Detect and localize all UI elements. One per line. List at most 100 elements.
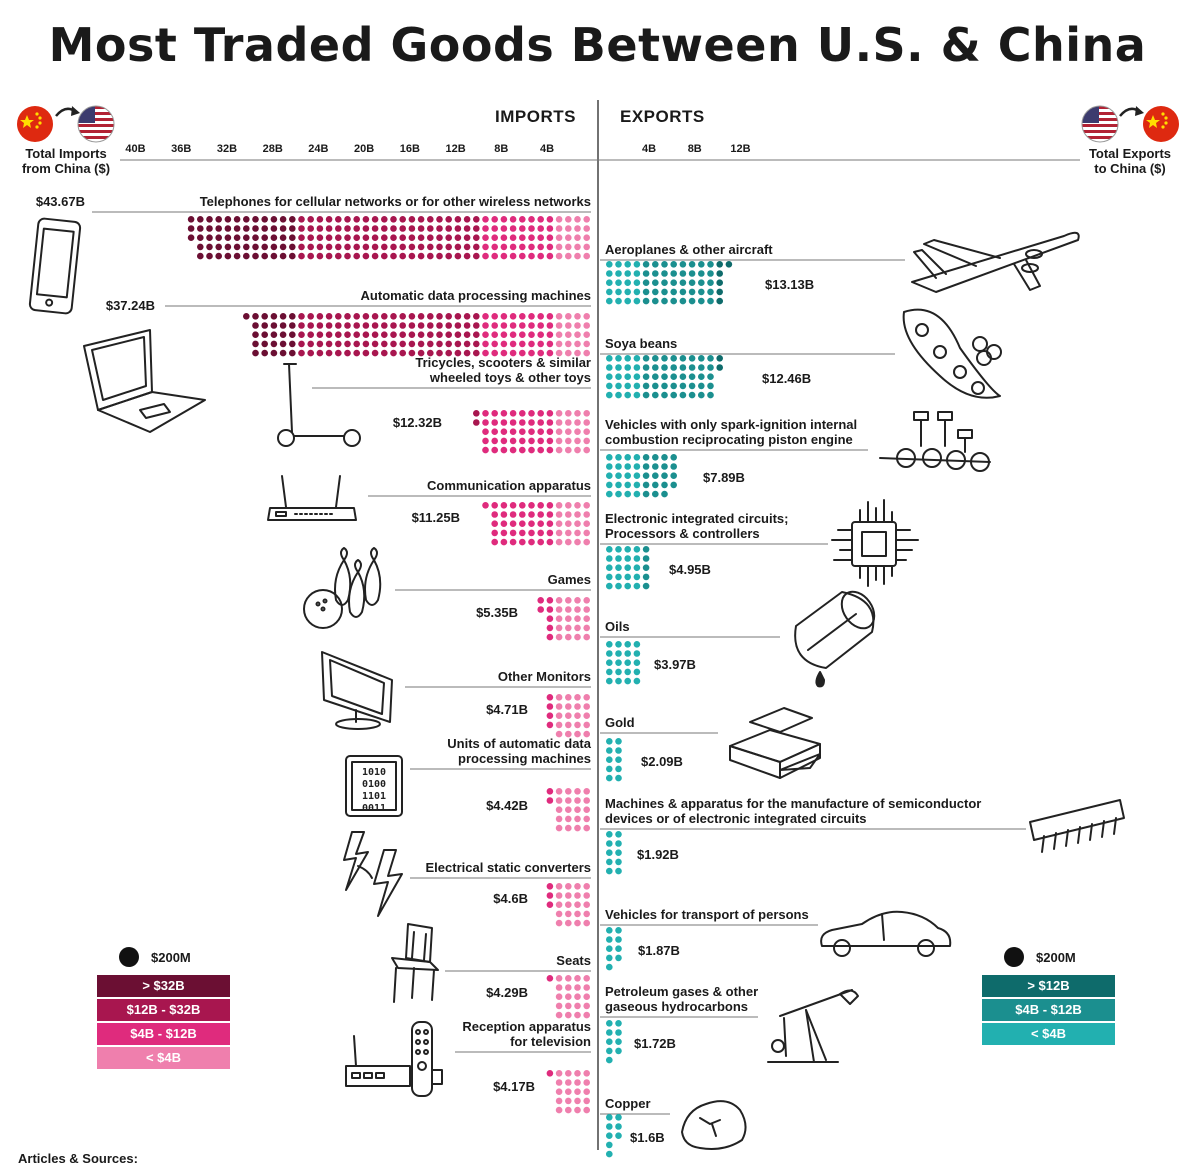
export-dot bbox=[642, 481, 650, 489]
import-dot bbox=[362, 234, 370, 241]
import-dot bbox=[206, 216, 213, 223]
import-dot bbox=[353, 322, 361, 329]
import-dot bbox=[574, 446, 581, 454]
import-dot bbox=[546, 703, 554, 710]
import-dot bbox=[270, 225, 278, 232]
import-dot bbox=[574, 824, 581, 832]
import-dot bbox=[390, 252, 397, 260]
oil-barrel-icon bbox=[794, 590, 876, 688]
import-dot bbox=[583, 331, 590, 339]
export-dot bbox=[642, 288, 650, 296]
export-dot bbox=[624, 481, 631, 489]
import-dot bbox=[427, 331, 434, 339]
export-dot bbox=[661, 364, 668, 371]
import-dot bbox=[519, 520, 526, 527]
import-dot bbox=[307, 243, 315, 251]
import-dot bbox=[307, 340, 315, 348]
export-dot bbox=[624, 373, 631, 381]
export-dot bbox=[652, 297, 659, 305]
export-dot bbox=[688, 373, 696, 381]
export-row: Aeroplanes & other aircraft$13.13B bbox=[600, 242, 905, 305]
import-dot bbox=[555, 520, 563, 527]
import-dot bbox=[261, 331, 269, 339]
import-dot bbox=[436, 322, 443, 329]
import-dot bbox=[298, 340, 305, 348]
import-dot bbox=[279, 234, 287, 241]
import-dot bbox=[381, 340, 388, 348]
import-dot bbox=[353, 243, 361, 251]
export-dot bbox=[670, 288, 677, 296]
export-dot bbox=[606, 1141, 613, 1149]
export-value-label: $1.87B bbox=[638, 943, 680, 958]
import-dot bbox=[390, 349, 397, 357]
import-dot bbox=[546, 712, 554, 719]
import-dot bbox=[519, 225, 526, 232]
import-dot bbox=[565, 1002, 572, 1010]
import-dot bbox=[399, 216, 407, 223]
import-dot bbox=[574, 919, 581, 927]
import-dot bbox=[509, 538, 517, 546]
import-dot bbox=[583, 428, 590, 436]
import-dot bbox=[289, 252, 296, 260]
export-dot bbox=[661, 481, 668, 489]
import-dot bbox=[519, 511, 526, 518]
import-dot bbox=[270, 340, 278, 348]
import-dot bbox=[519, 313, 526, 320]
import-dot bbox=[546, 502, 554, 509]
import-dot bbox=[325, 331, 333, 339]
import-dot bbox=[509, 234, 517, 241]
import-dot bbox=[565, 694, 572, 701]
export-dot bbox=[606, 288, 613, 296]
import-dot bbox=[574, 419, 581, 426]
export-dot bbox=[698, 297, 705, 305]
import-dot bbox=[353, 225, 361, 232]
import-dot bbox=[445, 234, 453, 241]
export-dot bbox=[624, 391, 631, 399]
import-dot bbox=[583, 919, 590, 927]
export-dot bbox=[624, 650, 631, 657]
export-dot bbox=[633, 297, 641, 305]
import-dot bbox=[565, 910, 572, 918]
import-dot bbox=[565, 901, 572, 908]
import-dot bbox=[187, 234, 195, 241]
export-dot bbox=[606, 454, 613, 461]
export-row: Copper$1.6B bbox=[600, 1096, 670, 1158]
import-dot bbox=[574, 910, 581, 918]
chair-icon bbox=[391, 923, 439, 1003]
import-dot bbox=[583, 993, 590, 1000]
export-dot bbox=[633, 641, 641, 648]
import-dot bbox=[546, 606, 554, 613]
import-dot bbox=[528, 331, 535, 339]
export-dot bbox=[606, 1038, 613, 1045]
import-dot bbox=[565, 615, 572, 622]
import-dot bbox=[509, 419, 517, 426]
export-category-label: Aeroplanes & other aircraft bbox=[605, 242, 773, 257]
import-dot bbox=[270, 322, 278, 329]
export-dot bbox=[670, 472, 677, 480]
import-dot bbox=[537, 243, 544, 251]
import-dot bbox=[270, 331, 278, 339]
import-dot bbox=[279, 313, 287, 320]
export-dot bbox=[707, 288, 714, 296]
export-dot bbox=[633, 270, 641, 277]
import-dot bbox=[491, 349, 499, 357]
import-dot bbox=[362, 340, 370, 348]
import-dot bbox=[565, 410, 572, 417]
import-dot bbox=[500, 446, 508, 454]
export-dot bbox=[606, 564, 613, 571]
export-dot bbox=[606, 364, 613, 371]
import-dot bbox=[546, 437, 554, 445]
import-legend: $200M> $32B$12B - $32B$4B - $12B< $4B bbox=[97, 947, 230, 1069]
import-dot bbox=[565, 806, 572, 813]
export-dot bbox=[642, 582, 650, 590]
export-dot bbox=[615, 463, 622, 470]
export-row: Gold$2.09B bbox=[600, 715, 718, 782]
export-dot bbox=[615, 355, 622, 362]
export-dot bbox=[615, 261, 622, 268]
import-dot bbox=[325, 313, 333, 320]
import-dot bbox=[371, 331, 379, 339]
import-dot bbox=[371, 234, 379, 241]
import-dot bbox=[537, 419, 544, 426]
import-dot bbox=[519, 502, 526, 509]
